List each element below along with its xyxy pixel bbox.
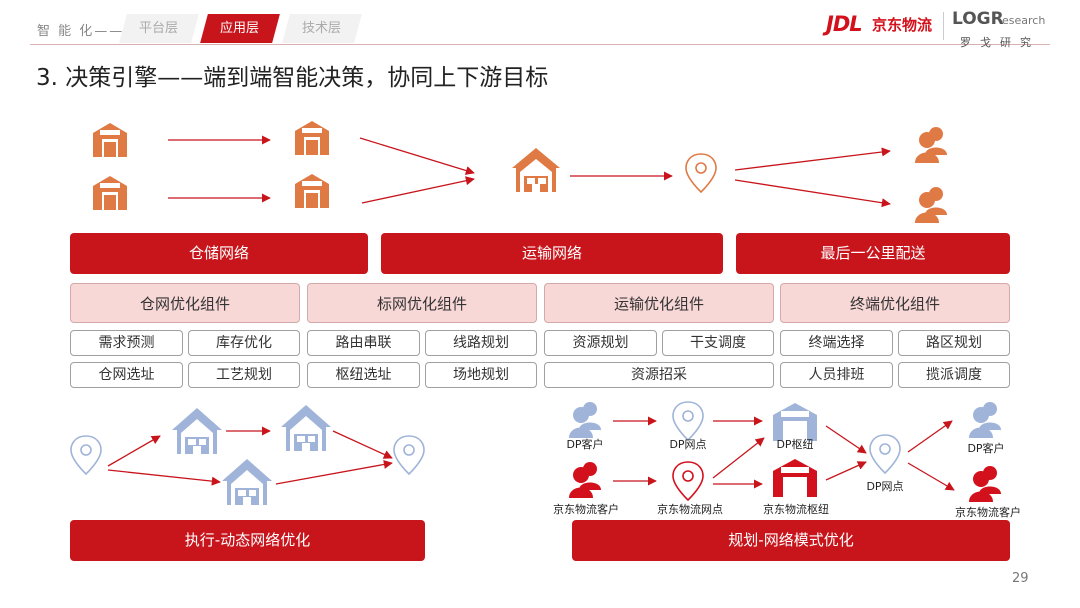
- house-icon: [281, 405, 331, 451]
- cell-hub-siting: 枢纽选址: [307, 362, 420, 388]
- header-divider: [30, 44, 1050, 45]
- customers-icon: [915, 127, 947, 163]
- dp-customer-icon: [569, 402, 601, 438]
- cell-site-planning: 场地规划: [425, 362, 537, 388]
- warehouse-icon: [295, 121, 329, 155]
- logr-research-text: esearch: [1002, 14, 1046, 27]
- location-pin-icon: [70, 435, 102, 475]
- warehouse-icon: [93, 123, 127, 157]
- cell-process-planning: 工艺规划: [188, 362, 300, 388]
- jdl-logo-cn: 京东物流: [872, 16, 933, 34]
- house-icon: [222, 459, 272, 505]
- page-number: 29: [1012, 571, 1029, 586]
- logr-logo: LOGR: [952, 9, 1004, 29]
- house-icon: [172, 408, 222, 454]
- location-pin-icon: [672, 461, 704, 501]
- bar-planning: 规划-网络模式优化: [572, 520, 1010, 561]
- label-jd-node: 京东物流网点: [657, 503, 723, 516]
- cell-trunk-dispatch: 干支调度: [662, 330, 774, 356]
- label-jd-customer-2: 京东物流客户: [955, 506, 1021, 519]
- cell-resource-procurement: 资源招采: [544, 362, 774, 388]
- cell-terminal-select: 终端选择: [780, 330, 893, 356]
- component-standard-network: 标网优化组件: [307, 283, 537, 323]
- label-dp-node: DP网点: [669, 438, 707, 451]
- cell-route-chain: 路由串联: [307, 330, 420, 356]
- cell-demand-forecast: 需求预测: [70, 330, 183, 356]
- logr-logo-cn: 罗戈研究: [960, 36, 1040, 49]
- location-pin-icon: [685, 153, 717, 193]
- bar-transport-network: 运输网络: [381, 233, 723, 274]
- location-pin-icon: [672, 401, 704, 441]
- label-dp-customer: DP客户: [566, 438, 604, 451]
- label-dp-hub: DP枢纽: [776, 438, 814, 451]
- cell-area-planning: 路区规划: [898, 330, 1010, 356]
- location-pin-icon: [869, 434, 901, 474]
- house-icon: [512, 148, 560, 192]
- cell-line-planning: 线路规划: [425, 330, 537, 356]
- cell-inventory-opt: 库存优化: [188, 330, 300, 356]
- component-warehouse: 仓网优化组件: [70, 283, 300, 323]
- label-dp-customer-2: DP客户: [967, 442, 1005, 455]
- hub-icon: [773, 459, 817, 497]
- bar-warehouse-network: 仓储网络: [70, 233, 368, 274]
- component-terminal: 终端优化组件: [780, 283, 1010, 323]
- page-title: 3. 决策引擎——端到端智能决策，协同上下游目标: [36, 65, 549, 91]
- cell-pickup-dispatch: 揽派调度: [898, 362, 1010, 388]
- label-jd-customer: 京东物流客户: [553, 503, 619, 516]
- cell-warehouse-siting: 仓网选址: [70, 362, 183, 388]
- location-pin-icon: [393, 435, 425, 475]
- section-prefix: 智 能 化——: [37, 24, 125, 39]
- component-transport: 运输优化组件: [544, 283, 774, 323]
- warehouse-icon: [295, 174, 329, 208]
- dp-customer-icon: [969, 402, 1001, 438]
- label-dp-node-2: DP网点: [866, 480, 904, 493]
- jd-customer-icon: [969, 466, 1001, 502]
- jd-customer-icon: [569, 462, 601, 498]
- bar-last-mile: 最后一公里配送: [736, 233, 1010, 274]
- logo-divider: [943, 12, 944, 40]
- bar-execution: 执行-动态网络优化: [70, 520, 425, 561]
- cell-staff-scheduling: 人员排班: [780, 362, 893, 388]
- jdl-logo: JDL: [826, 12, 863, 36]
- label-jd-hub: 京东物流枢纽: [763, 503, 829, 516]
- customers-icon: [915, 187, 947, 223]
- warehouse-icon: [93, 176, 127, 210]
- cell-resource-planning: 资源规划: [544, 330, 657, 356]
